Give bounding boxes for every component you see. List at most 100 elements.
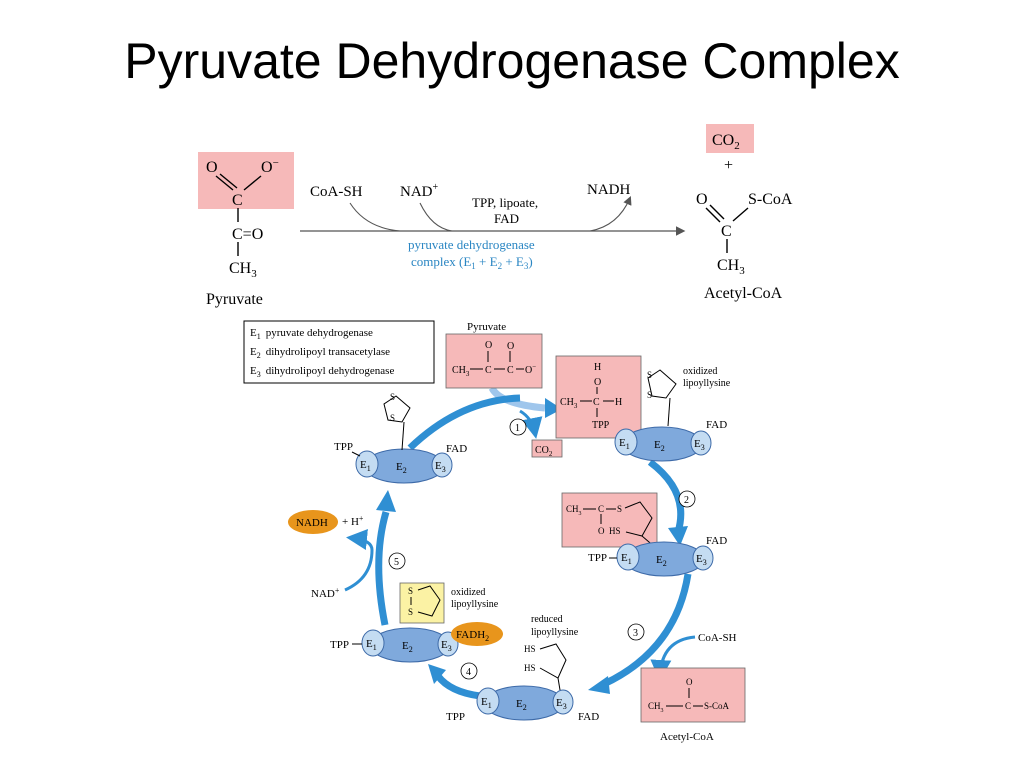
pyruvate-c-top: C bbox=[232, 192, 243, 209]
e2-label: E2 bbox=[654, 439, 665, 453]
plus-sign: + bbox=[724, 157, 733, 174]
nadh-badge bbox=[288, 510, 338, 534]
cycle-arrow-step2 bbox=[647, 459, 685, 534]
enzyme-complex-top-left: E1 E2 E3 TPP FAD S S bbox=[334, 392, 467, 484]
bond bbox=[401, 421, 405, 451]
arrowhead bbox=[668, 526, 688, 546]
e1-ellipse bbox=[355, 450, 379, 478]
acetylcoa-c: C bbox=[721, 223, 732, 240]
atom: CH3 bbox=[648, 701, 664, 714]
atom: TPP bbox=[592, 420, 610, 431]
e1-label: E1 bbox=[481, 696, 492, 710]
e2-label: E2 bbox=[516, 698, 527, 712]
cycle-arrow-step1 bbox=[407, 394, 521, 451]
enzyme-complex-mid-right: E1 E2 E3 TPP FAD bbox=[588, 535, 727, 577]
pyruvate-label: Pyruvate bbox=[206, 291, 263, 308]
lipoyl-label-1: oxidized bbox=[451, 587, 485, 598]
nadh-label: NADH bbox=[587, 182, 630, 198]
acetylcoa-ch3: CH3 bbox=[717, 257, 745, 277]
atom: H bbox=[615, 397, 622, 408]
co2-release-label: CO2 bbox=[535, 445, 553, 458]
cycle-pyruvate-box bbox=[445, 333, 543, 389]
nad-plus-label: NAD+ bbox=[311, 586, 340, 600]
lipoyl-label-2: lipoyllysine bbox=[683, 378, 731, 389]
atom: S bbox=[617, 504, 622, 514]
fad-label: FAD bbox=[706, 419, 727, 431]
bond bbox=[732, 207, 749, 222]
co2-release-box bbox=[531, 439, 563, 458]
nadh-out-curve bbox=[589, 195, 632, 232]
enzyme-line2: complex (E1 + E2 + E3) bbox=[411, 254, 533, 271]
cofactors-line1: TPP, lipoate, bbox=[472, 195, 538, 210]
co2-release-arrow bbox=[519, 409, 543, 439]
atom: O− bbox=[525, 363, 536, 376]
atom: C bbox=[598, 504, 604, 514]
atom: O bbox=[686, 677, 693, 687]
slide-title: Pyruvate Dehydrogenase Complex bbox=[124, 33, 900, 89]
atom: S bbox=[408, 586, 413, 596]
pyruvate-o-left: O bbox=[206, 159, 218, 176]
nadh-label: NADH bbox=[296, 517, 328, 529]
acetylcoa-label: Acetyl-CoA bbox=[660, 731, 714, 743]
lipoyl-ring bbox=[647, 369, 677, 399]
coa-sh-label: CoA-SH bbox=[310, 184, 363, 200]
fadh2-label: FADH2 bbox=[456, 629, 489, 643]
arrowhead bbox=[376, 490, 396, 512]
arrowhead bbox=[588, 676, 610, 694]
step-circle-1 bbox=[509, 418, 527, 436]
nad-reduction-arrow bbox=[344, 529, 374, 592]
e1-ellipse bbox=[361, 629, 385, 657]
arrowhead bbox=[428, 664, 446, 684]
bond bbox=[709, 204, 725, 220]
e3-ellipse bbox=[431, 452, 453, 478]
bond bbox=[215, 175, 234, 191]
e1-label: E1 bbox=[621, 552, 632, 566]
step-circle-3 bbox=[627, 623, 645, 641]
e3-label: E3 bbox=[696, 553, 707, 567]
atom: O bbox=[507, 341, 514, 352]
e1-ellipse bbox=[616, 543, 640, 571]
e1-ellipse bbox=[476, 687, 500, 715]
lipoyl-yellow-box bbox=[399, 582, 445, 624]
hydroxyethyl-tpp: H O CH3 C H TPP bbox=[555, 355, 642, 439]
lipoyl-label-1: oxidized bbox=[683, 366, 717, 377]
reduced-label-2: lipoyllysine bbox=[531, 627, 579, 638]
bond bbox=[557, 677, 561, 691]
nad-cofactors: NADH + H+ NAD+ bbox=[288, 510, 364, 600]
atom: S bbox=[408, 607, 413, 617]
cycle-arrow-step4 bbox=[435, 673, 481, 700]
fadh2-badge bbox=[451, 622, 503, 646]
acetylcoa-label: Acetyl-CoA bbox=[704, 285, 783, 302]
reduced-label-1: reduced bbox=[531, 614, 563, 625]
pyruvate-highlight bbox=[198, 152, 294, 209]
atom: O bbox=[485, 340, 492, 351]
enzyme-complex-top-right: E1 E2 E3 FAD bbox=[614, 419, 727, 462]
lipoyl-top-right: S S oxidized lipoyllysine bbox=[647, 366, 731, 427]
step-number-5: 5 bbox=[394, 557, 399, 568]
atom: O bbox=[598, 526, 605, 536]
coash-label: CoA-SH bbox=[698, 632, 737, 644]
e3-label: E3 bbox=[441, 639, 452, 653]
e1-ellipse bbox=[614, 428, 638, 456]
lipoyl-chain bbox=[539, 643, 567, 679]
tpp-label: TPP bbox=[330, 639, 349, 651]
coa-in-curve bbox=[349, 202, 401, 232]
atom: S bbox=[647, 370, 652, 380]
tpp-label: TPP bbox=[446, 711, 465, 723]
lipoyl-ring bbox=[417, 585, 441, 617]
atom: CH3 bbox=[452, 365, 470, 378]
step-number-2: 2 bbox=[684, 495, 689, 506]
cycle-pyruvate: Pyruvate O CH3 C C O− O bbox=[445, 321, 543, 389]
step-number-3: 3 bbox=[633, 628, 638, 639]
atom: HS bbox=[524, 663, 536, 673]
atom: HS bbox=[524, 644, 536, 654]
atom: S-CoA bbox=[704, 701, 730, 711]
enzyme-line1: pyruvate dehydrogenase bbox=[408, 237, 535, 252]
acetyl-lipoyl: CH3 C S O HS bbox=[561, 492, 658, 549]
lipoyl-ring bbox=[383, 395, 411, 423]
atom: C bbox=[685, 701, 691, 711]
